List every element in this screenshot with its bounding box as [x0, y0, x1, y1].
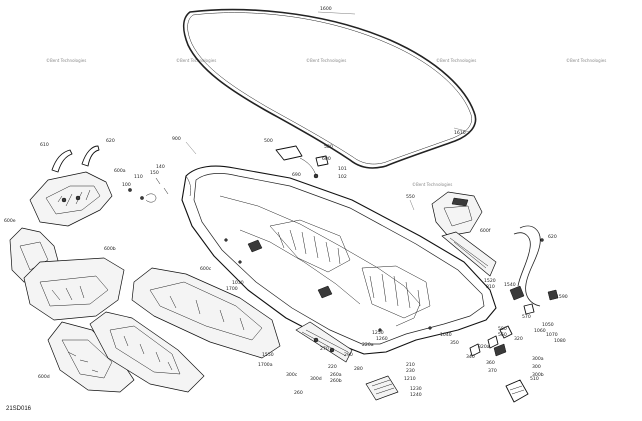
- callout: 600e: [4, 218, 16, 224]
- callout: 600c: [200, 266, 212, 272]
- callout: 300d: [310, 376, 322, 382]
- callout: 1700: [226, 286, 238, 292]
- long-liner: [131, 267, 281, 359]
- callout: 1050: [542, 322, 554, 328]
- callout: 1250: [372, 330, 384, 336]
- callout: 300: [532, 364, 541, 370]
- callout: 350: [450, 340, 459, 346]
- watermark: ©Bent Technologies: [46, 58, 86, 63]
- callout: 300a: [532, 356, 544, 362]
- callout: 1600: [320, 6, 332, 12]
- watermark: ©Bent Technologies: [176, 58, 216, 63]
- callout: 260a: [330, 372, 342, 378]
- callout: 690: [292, 172, 301, 178]
- callout: 1550: [262, 352, 274, 358]
- bottom-plate: [365, 375, 399, 401]
- callout: 360: [486, 360, 495, 366]
- callout: 270: [320, 346, 329, 352]
- right-small-parts: [469, 285, 559, 403]
- callout: 1700a: [258, 362, 273, 368]
- callout: 550: [406, 194, 415, 200]
- callout: 1260: [376, 336, 388, 342]
- latch-assembly: [275, 145, 329, 179]
- callout: 570: [522, 314, 531, 320]
- callout: 500: [264, 138, 273, 144]
- callout: 620: [548, 234, 557, 240]
- callout: 600a: [114, 168, 126, 174]
- callout: 340: [466, 354, 475, 360]
- callout: 140: [156, 164, 165, 170]
- cable-assembly: [513, 225, 544, 307]
- callout: 1240: [410, 392, 422, 398]
- watermark: ©Bent Technologies: [436, 58, 476, 63]
- callout: 620: [106, 138, 115, 144]
- seat-front-module: [29, 171, 113, 227]
- callout: 1040: [440, 332, 452, 338]
- diagram-code: 21SD016: [6, 406, 32, 412]
- right-tray: [431, 191, 483, 237]
- fastener-set: [128, 177, 169, 203]
- callout: 260b: [330, 378, 342, 384]
- callout: 280: [354, 366, 363, 372]
- callout: 1080: [554, 338, 566, 344]
- callout: 320: [514, 336, 523, 342]
- callout: 220: [328, 364, 337, 370]
- callout: 560: [498, 332, 507, 338]
- callout: 1540: [504, 282, 516, 288]
- callout: 100: [122, 182, 131, 188]
- grille-strip: [441, 231, 497, 277]
- callout: 230: [406, 368, 415, 374]
- callout: 1590: [556, 294, 568, 300]
- hatch-seal-gasket: [182, 8, 477, 169]
- callout: 580: [498, 326, 507, 332]
- callout: 600: [322, 156, 331, 162]
- callout: 370: [488, 368, 497, 374]
- bottom-grille: [295, 321, 353, 363]
- callout: 220a: [362, 342, 374, 348]
- callout: 1610: [454, 130, 466, 136]
- callout: 101: [338, 166, 347, 172]
- callout: 900: [172, 136, 181, 142]
- callout: 300c: [286, 372, 298, 378]
- callout: 1230: [410, 386, 422, 392]
- callout: 290: [344, 352, 353, 358]
- callout: 510: [530, 376, 539, 382]
- callout: 610: [40, 142, 49, 148]
- callout: 110: [134, 174, 143, 180]
- callout: 260: [294, 390, 303, 396]
- callout: 810: [486, 284, 495, 290]
- callout: 102: [338, 174, 347, 180]
- callout: 1060: [534, 328, 546, 334]
- callout: 320a: [478, 344, 490, 350]
- handle-part: [51, 145, 100, 173]
- callout: 1520: [484, 278, 496, 284]
- storage-bin: [23, 257, 125, 321]
- callout: 210: [406, 362, 415, 368]
- hull-body: [181, 165, 497, 355]
- lower-bin-right: [89, 311, 205, 393]
- lower-bin-left: [47, 321, 135, 393]
- callout: 1030: [232, 280, 244, 286]
- callout: 600b: [104, 246, 116, 252]
- callout: 300b: [532, 372, 544, 378]
- callout: 600f: [480, 228, 491, 234]
- callout: 600d: [38, 374, 50, 380]
- callout: 1070: [546, 332, 558, 338]
- watermark: ©Bent Technologies: [566, 58, 606, 63]
- watermark: ©Bent Technologies: [412, 182, 452, 187]
- callout: 1210: [404, 376, 416, 382]
- callout: 580: [324, 144, 333, 150]
- watermark: ©Bent Technologies: [306, 58, 346, 63]
- callout: 150: [150, 170, 159, 176]
